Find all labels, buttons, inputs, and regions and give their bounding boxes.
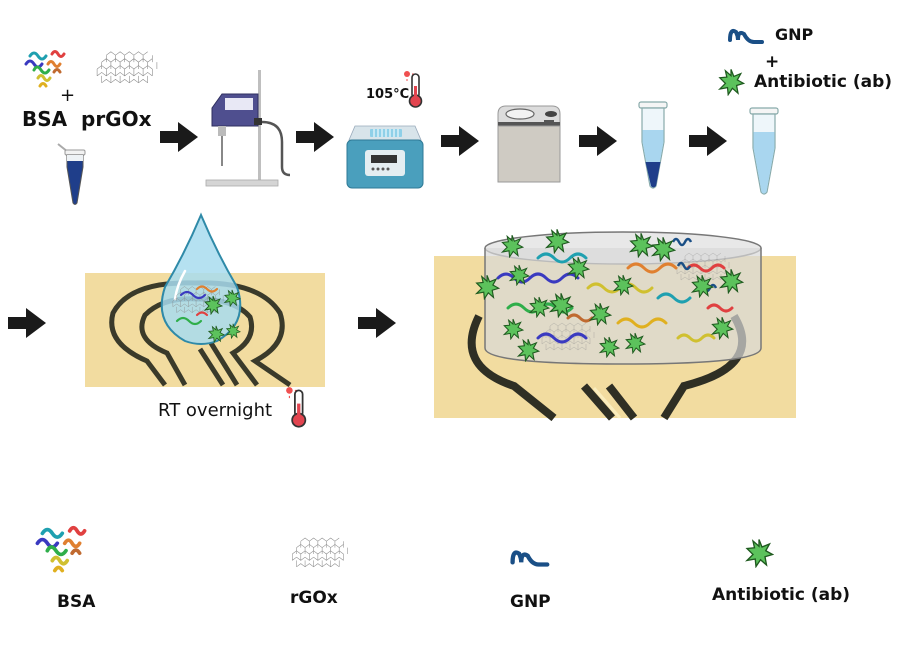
antibiotic-label: Antibiotic (ab) (754, 72, 893, 92)
process-arrow-7 (358, 308, 396, 338)
process-arrow-4 (579, 126, 617, 156)
centrifuge-icon (497, 105, 561, 183)
microtube-dark-icon (57, 143, 86, 205)
process-arrow-6 (8, 308, 46, 338)
gnp-wave-icon (726, 24, 768, 48)
microtube-pellet-icon (633, 100, 673, 190)
legend-bsa-icon (30, 516, 92, 578)
rt-overnight-label: RT overnight (158, 400, 273, 421)
composite-disc-icon (476, 228, 762, 365)
gnp-label: GNP (775, 25, 814, 44)
antibiotic-star-icon (717, 68, 745, 96)
process-arrow-1 (160, 122, 198, 152)
plus-sign: + (60, 85, 76, 106)
graphene-sheet-icon (92, 46, 162, 92)
legend-bsa-label: BSA (57, 592, 96, 612)
legend-rgox-label: rGOx (290, 588, 338, 608)
microtube-solution-icon (744, 106, 784, 196)
legend-antibiotic-icon (744, 538, 774, 568)
legend-graphene-icon (288, 532, 352, 576)
temperature-label: 105°C (366, 87, 410, 102)
legend-gnp-icon (508, 545, 554, 571)
water-drop-icon (160, 212, 242, 345)
process-arrow-5 (689, 126, 727, 156)
sonicator-icon (205, 70, 291, 187)
process-arrow-3 (441, 126, 479, 156)
heating-block-icon (346, 125, 424, 189)
plus-sign-2: + (765, 52, 780, 72)
thermometer-icon-2 (285, 385, 307, 431)
prgox-label: prGOx (81, 107, 152, 131)
legend-antibiotic-label: Antibiotic (ab) (712, 585, 851, 605)
bsa-label: BSA (22, 107, 68, 131)
thermometer-icon (403, 70, 423, 110)
legend-gnp-label: GNP (510, 592, 551, 612)
process-arrow-2 (296, 122, 334, 152)
